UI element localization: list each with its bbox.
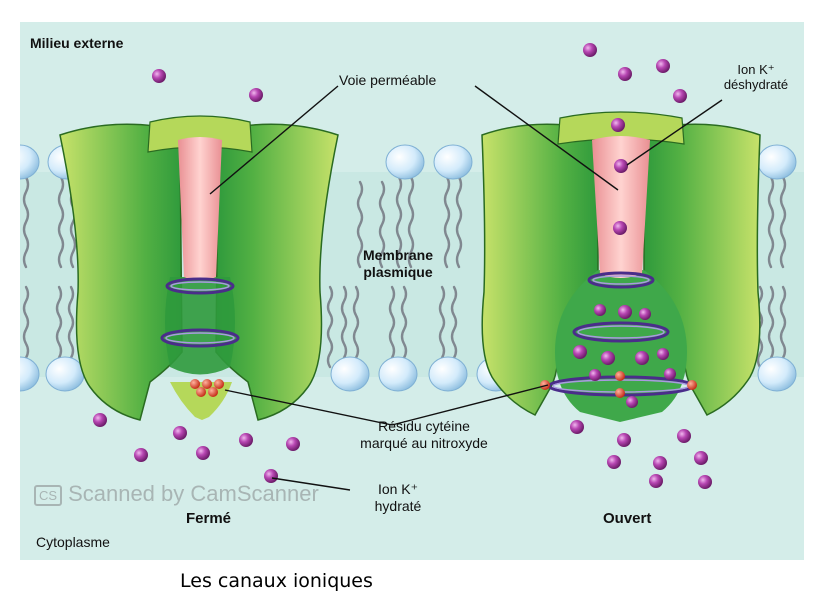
- label-milieu-externe: Milieu externe: [30, 35, 124, 51]
- potassium-ions: [93, 43, 712, 489]
- leader-lines: [209, 85, 723, 491]
- watermark-text: Scanned by CamScanner: [68, 481, 319, 506]
- label-ouvert: Ouvert: [603, 510, 652, 527]
- watermark-logo: CS: [34, 484, 63, 506]
- label-ion-deshydrate: Ion K⁺ déshydraté: [723, 62, 789, 92]
- closed-channel: [59, 115, 339, 421]
- label-residu-cysteine: Résidu cytéine marqué au nitroxyde: [360, 418, 488, 451]
- ion-channel-diagram: Milieu externe Cytoplasme Voie perméable…: [20, 22, 804, 560]
- figure-caption: Les canaux ioniques: [180, 570, 373, 592]
- open-channel: [481, 111, 761, 422]
- label-ion-hydrate: Ion K⁺ hydraté: [374, 481, 422, 514]
- label-cytoplasme: Cytoplasme: [36, 534, 110, 550]
- label-membrane-plasmique: Membrane plasmique: [362, 247, 434, 280]
- label-voie-permeable: Voie perméable: [339, 72, 437, 88]
- cysteine-residues: [190, 371, 697, 398]
- label-ferme: Fermé: [186, 510, 232, 527]
